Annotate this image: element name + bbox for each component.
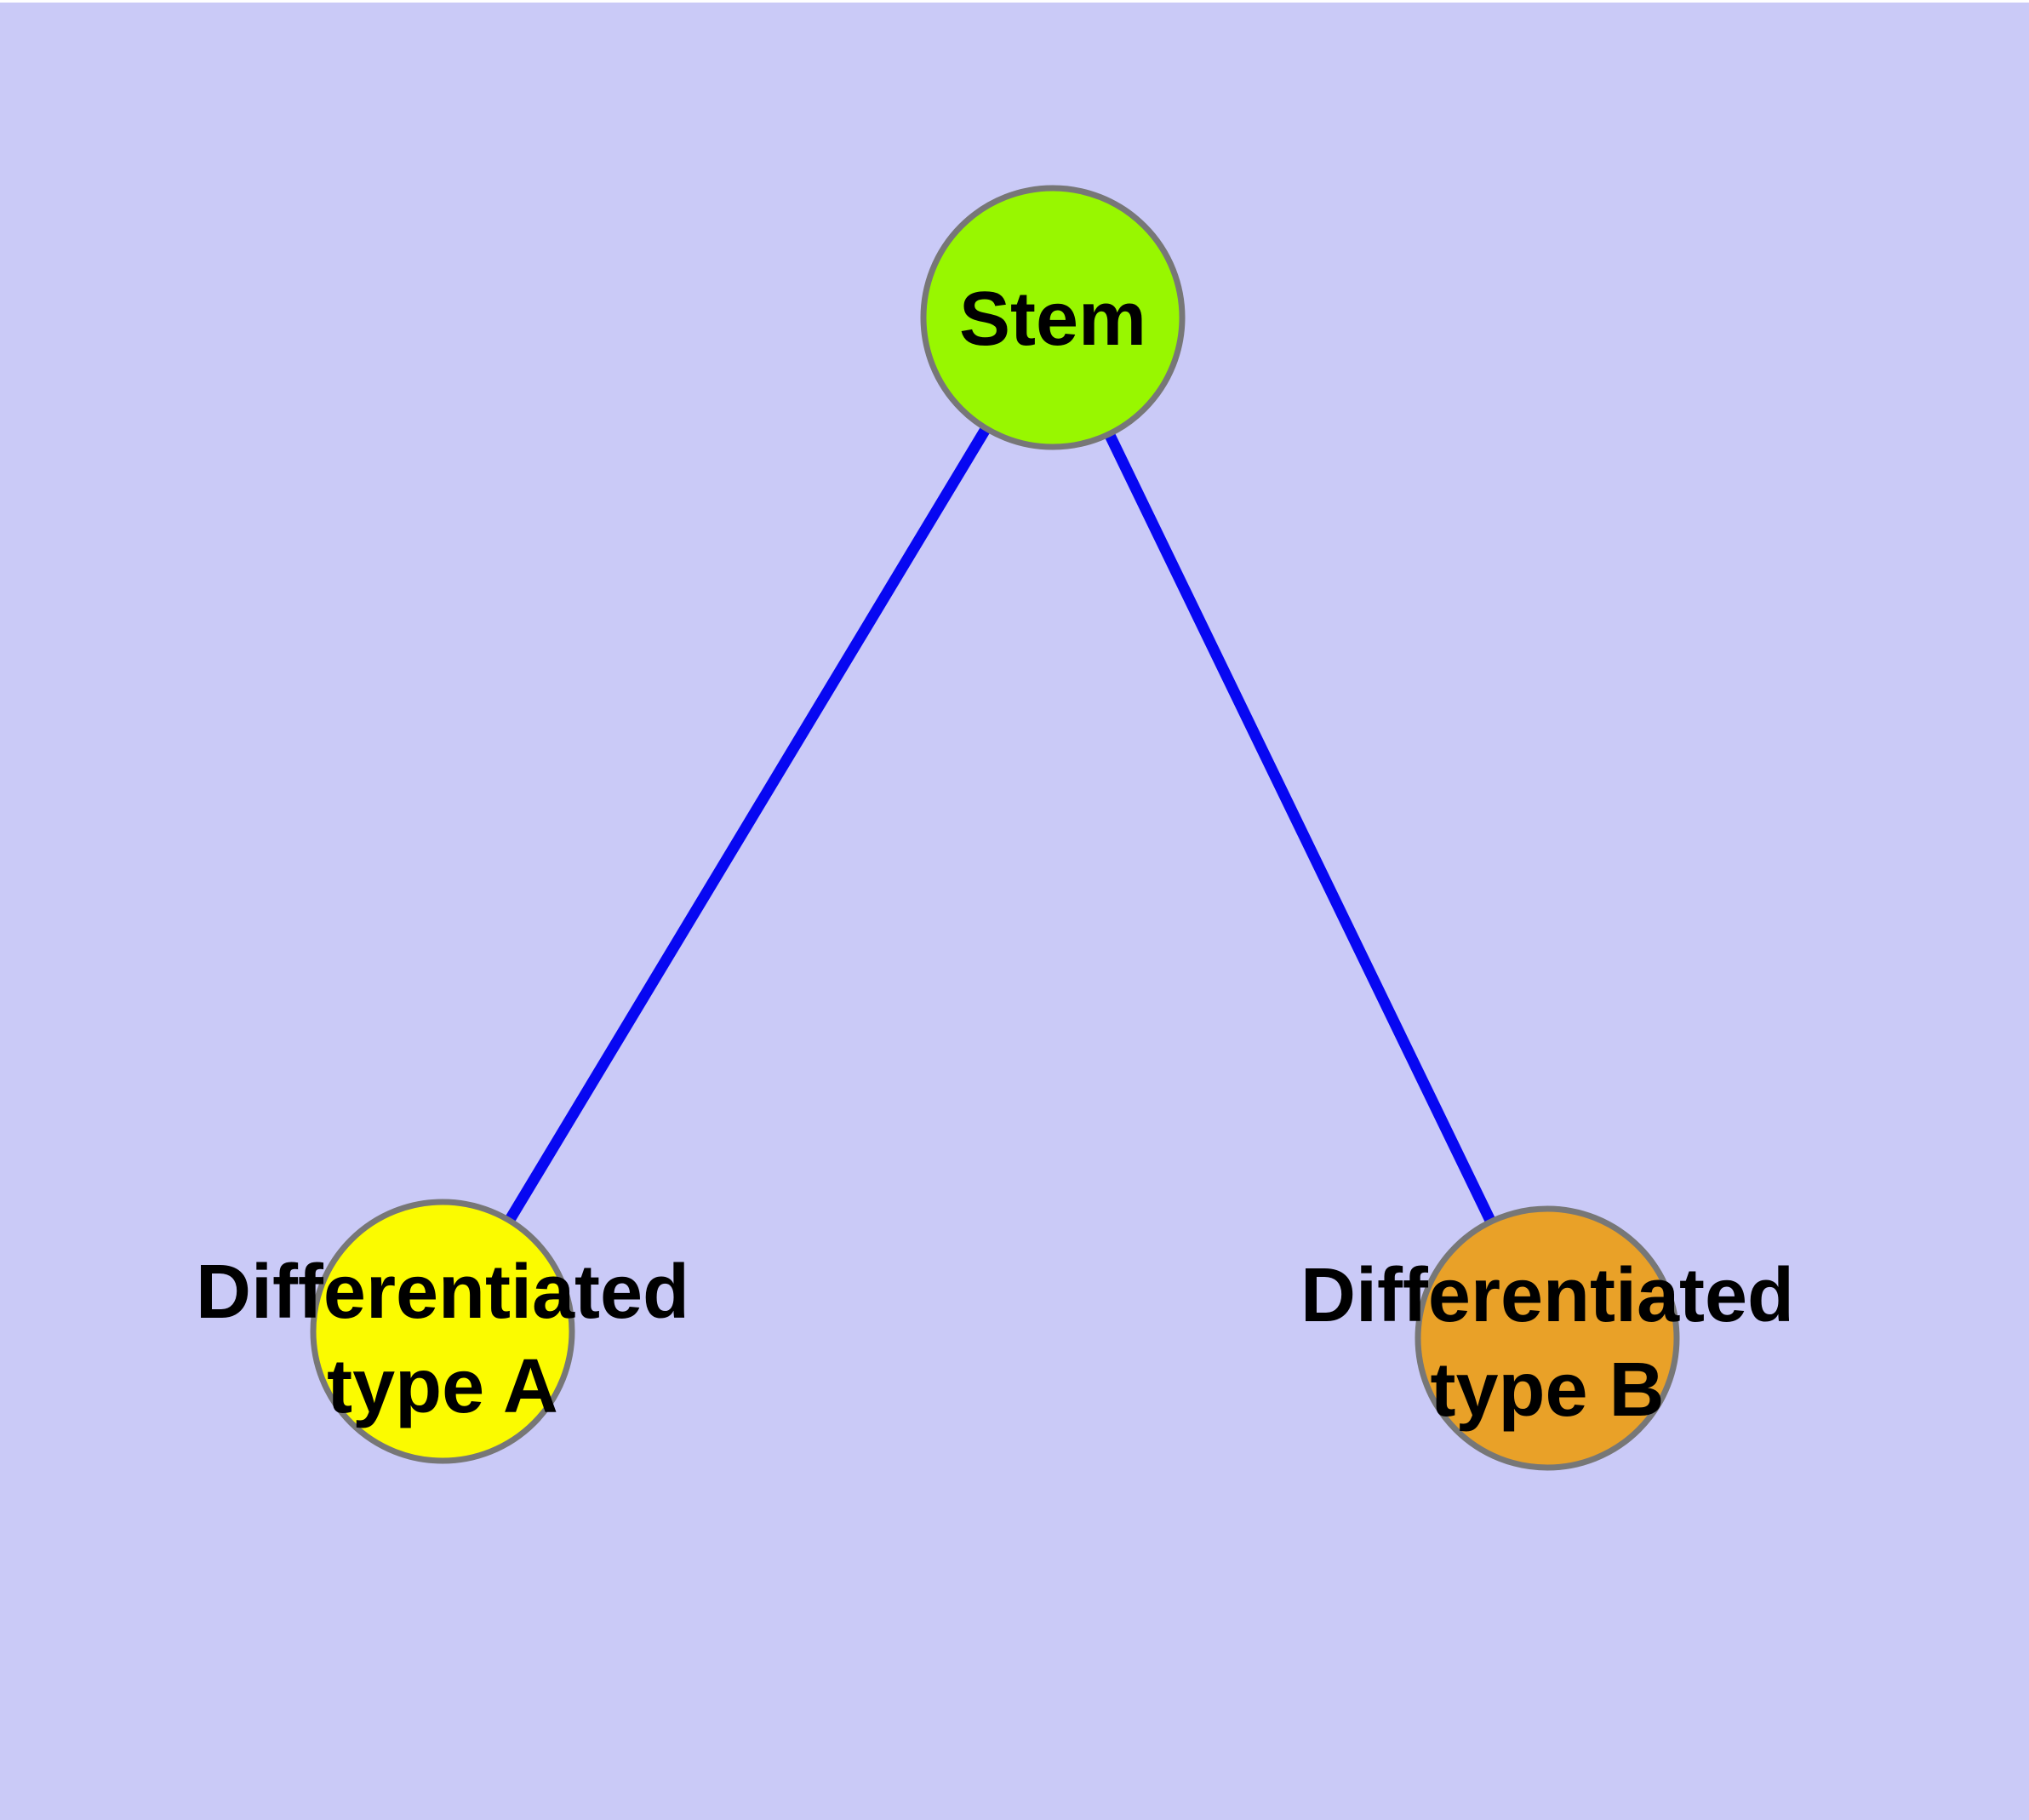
graph-canvas: Stem Differentiated type A Differentiate… bbox=[0, 3, 2029, 1820]
node-type-a-label-line2: type A bbox=[327, 1344, 558, 1429]
edge-stem-to-type-b bbox=[1048, 315, 1552, 1341]
node-type-b-label-line2: type B bbox=[1430, 1348, 1664, 1433]
edge-stem-to-type-a bbox=[437, 314, 1058, 1335]
node-type-a-circle bbox=[310, 1199, 575, 1464]
node-type-a-label-line1: Differentiated bbox=[196, 1250, 689, 1335]
node-stem-label: Stem bbox=[959, 277, 1146, 362]
node-stem-circle bbox=[920, 185, 1186, 450]
node-type-b-label-line1: Differentiated bbox=[1300, 1253, 1794, 1338]
graph-svg: Stem Differentiated type A Differentiate… bbox=[0, 3, 2029, 1820]
top-white-strip bbox=[0, 0, 2029, 3]
node-type-b-circle bbox=[1415, 1205, 1680, 1471]
